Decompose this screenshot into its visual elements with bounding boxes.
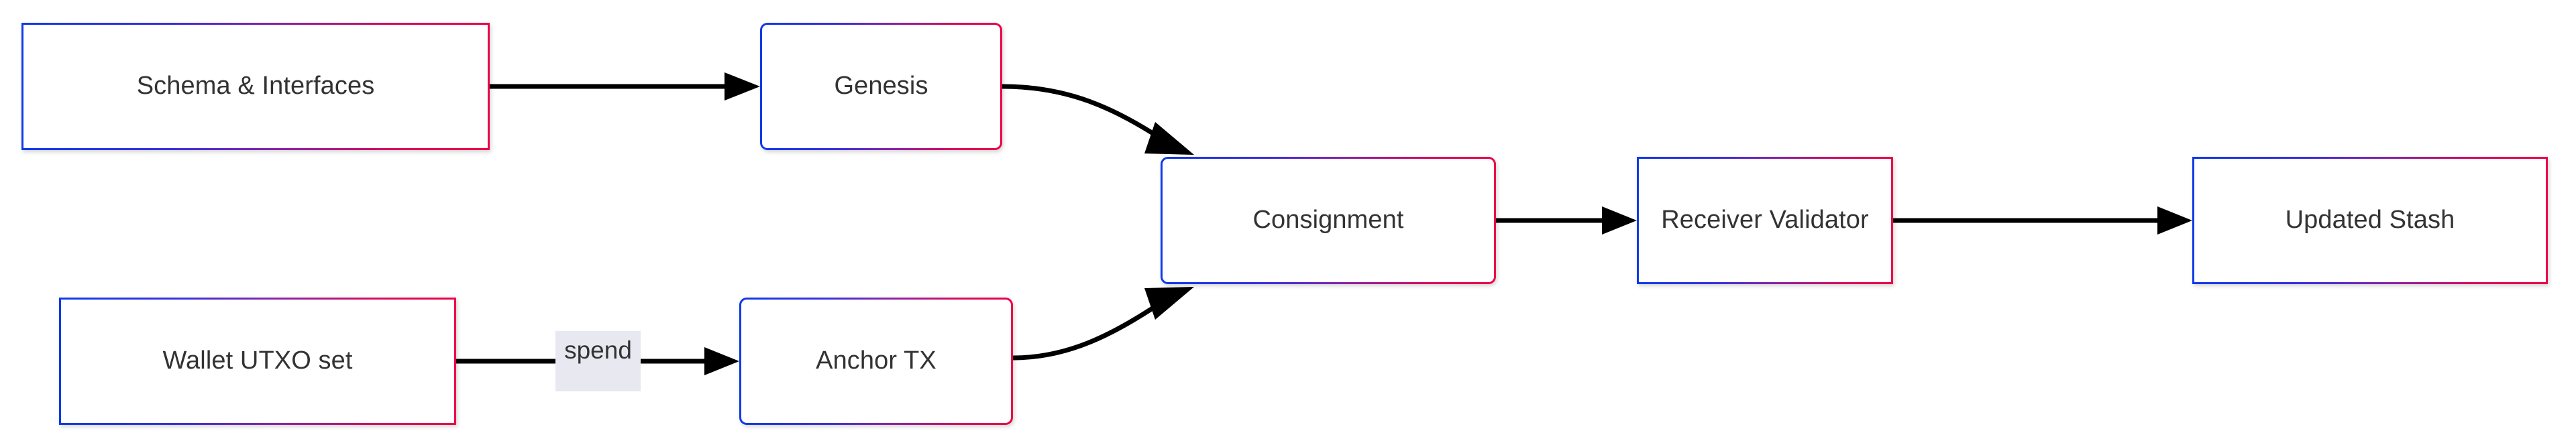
node-label: Wallet UTXO set (162, 346, 353, 375)
node-label: Anchor TX (816, 346, 936, 375)
node-consignment[interactable]: Consignment (1161, 157, 1496, 284)
edge-validator-to-stash (1893, 206, 2192, 235)
node-receiver-validator[interactable]: Receiver Validator (1637, 157, 1893, 284)
node-anchor-tx[interactable]: Anchor TX (739, 298, 1013, 425)
edge-genesis-to-consignment (1002, 84, 1194, 155)
edge-label-spend: spend (555, 331, 641, 391)
edge-consignment-to-validator (1496, 206, 1637, 235)
node-label: Schema & Interfaces (136, 72, 375, 101)
node-updated-stash[interactable]: Updated Stash (2192, 157, 2548, 284)
edge-schema-to-genesis (490, 72, 760, 101)
node-label: Updated Stash (2285, 206, 2455, 235)
node-label: Genesis (834, 72, 928, 101)
node-wallet-utxo-set[interactable]: Wallet UTXO set (59, 298, 456, 425)
node-label: Receiver Validator (1661, 206, 1869, 235)
edge-anchor-to-consignment (1012, 287, 1194, 361)
node-genesis[interactable]: Genesis (760, 23, 1002, 150)
node-schema-and-interfaces[interactable]: Schema & Interfaces (21, 23, 490, 150)
node-label: Consignment (1252, 206, 1404, 235)
